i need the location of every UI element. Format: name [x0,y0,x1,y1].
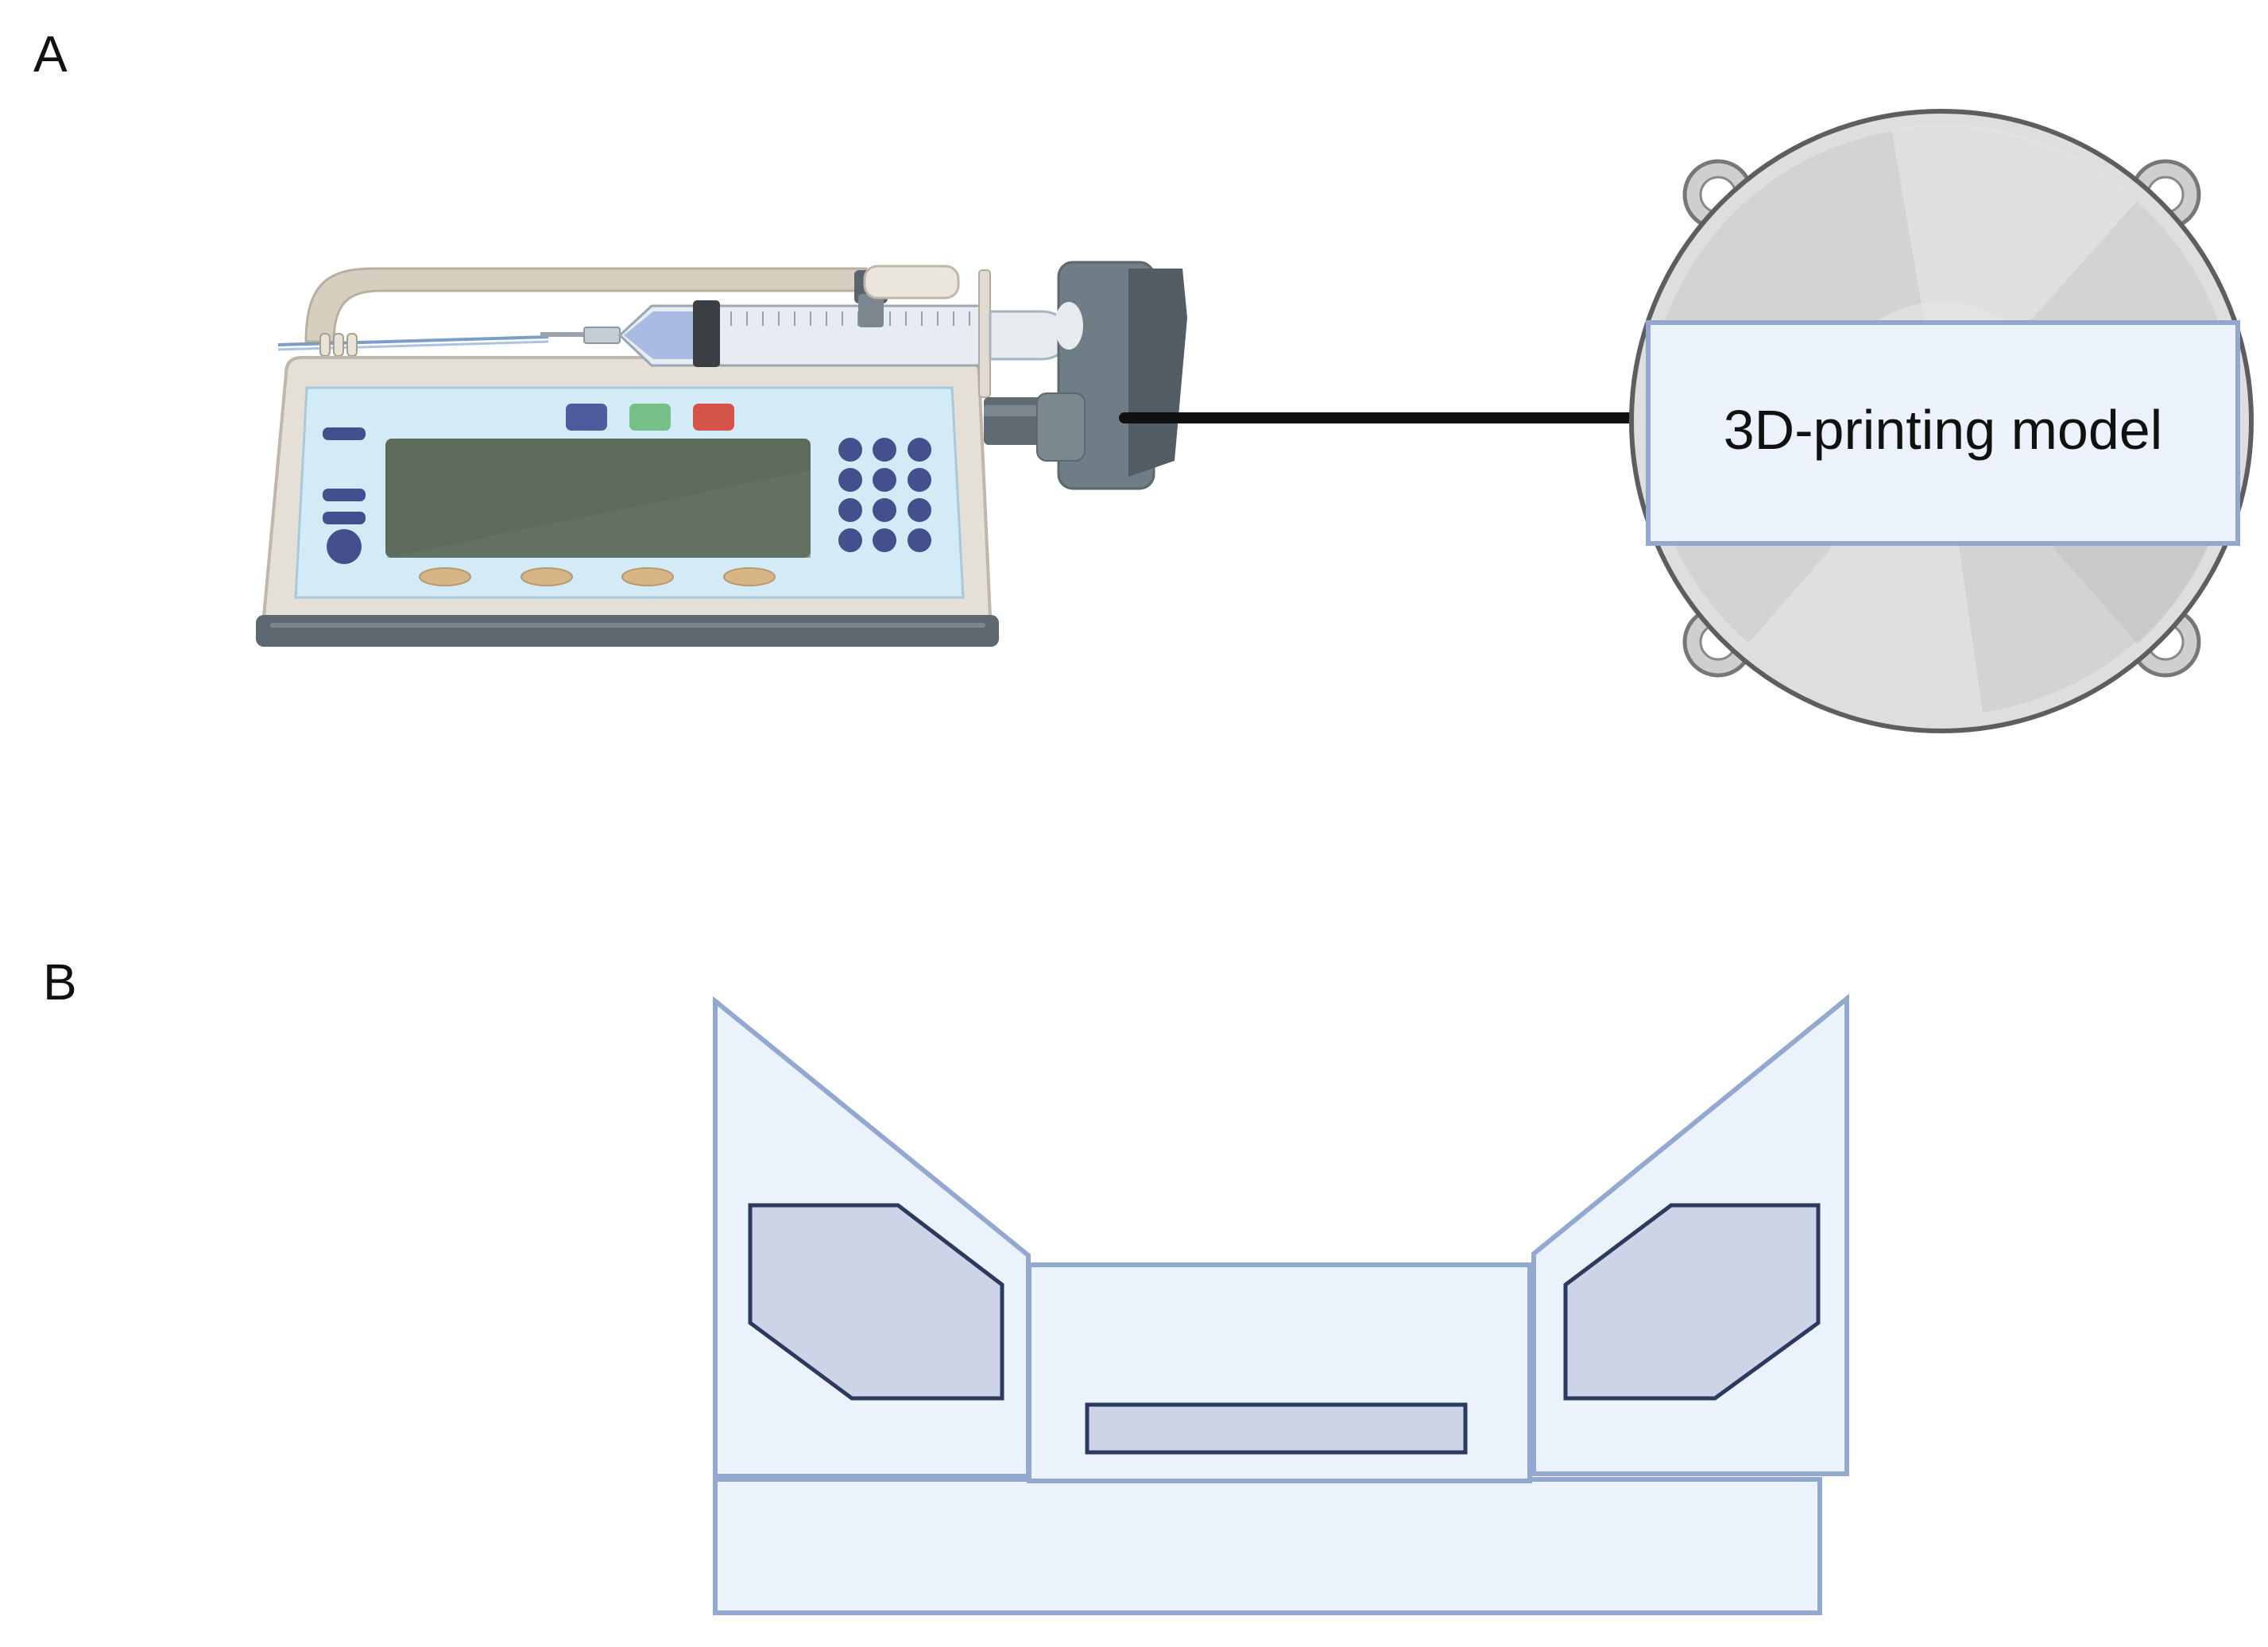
connector-icon [1036,261,1187,490]
syringe-pump-icon [256,267,999,647]
holder-left-window [748,1203,1004,1401]
holder-center-slot [1085,1402,1468,1455]
panel-b-label: B [43,953,77,1011]
holder-base [713,1477,1822,1615]
holder-right-window [1563,1203,1821,1401]
model-label: 3D-printing model [1724,399,2162,461]
panel-a-label: A [33,25,68,83]
syringe-icon [540,265,1070,445]
model-holder-schematic [713,993,1849,1615]
model-label-box: 3D-printing model [1646,320,2240,546]
